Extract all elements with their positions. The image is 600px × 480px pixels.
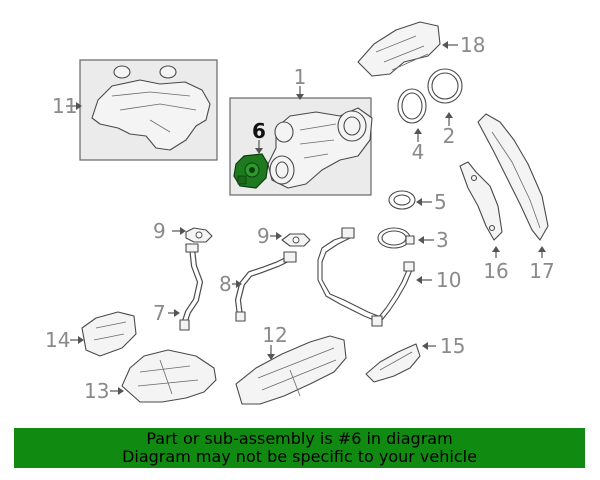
footer-banner: Part or sub-assembly is #6 in diagram Di… — [14, 428, 585, 468]
callout-2: 2 — [443, 124, 456, 148]
callout-8: 8 — [219, 272, 232, 296]
callout-9-left: 9 — [153, 219, 166, 243]
part-3-clamp[interactable] — [377, 227, 415, 249]
part-13-heat-shield[interactable] — [121, 349, 217, 403]
part-1-turbocharger[interactable] — [267, 107, 373, 189]
part-6-wastegate-actuator[interactable] — [233, 153, 269, 189]
footer-line-1: Part or sub-assembly is #6 in diagram — [146, 429, 453, 448]
part-11-heat-shield[interactable] — [91, 65, 211, 151]
coolant-line-long[interactable] — [317, 227, 379, 321]
part-4-gasket-ring[interactable] — [397, 88, 427, 124]
part-10-coolant-line[interactable] — [371, 261, 415, 327]
callout-18: 18 — [460, 33, 485, 57]
part-5-gasket[interactable] — [388, 190, 416, 210]
callout-9-right: 9 — [257, 224, 270, 248]
part-9-gasket-left[interactable] — [185, 227, 213, 243]
part-15-bracket[interactable] — [365, 343, 421, 383]
callout-1: 1 — [294, 65, 307, 89]
callout-13: 13 — [84, 379, 109, 403]
part-7-oil-line[interactable] — [179, 243, 203, 331]
part-2-gasket-ring[interactable] — [427, 68, 463, 104]
callout-5: 5 — [434, 190, 447, 214]
callout-12: 12 — [262, 323, 287, 347]
callout-11: 11 — [52, 94, 77, 118]
leader-lines — [66, 41, 546, 395]
part-17-heat-shield[interactable] — [477, 113, 549, 241]
callout-16: 16 — [483, 259, 508, 283]
callout-6: 6 — [252, 119, 266, 143]
callout-10: 10 — [436, 268, 461, 292]
part-12-heat-shield[interactable] — [235, 335, 347, 405]
part-14-bracket[interactable] — [81, 311, 137, 357]
parts-diagram: 1 6 11 18 2 4 5 3 9 9 8 7 10 16 17 14 13… — [45, 21, 555, 405]
footer-line-2: Diagram may not be specific to your vehi… — [122, 447, 477, 466]
part-16-bracket[interactable] — [459, 161, 503, 241]
callout-3: 3 — [436, 228, 449, 252]
callout-14: 14 — [45, 328, 70, 352]
callout-4: 4 — [412, 140, 425, 164]
part-9-gasket-right[interactable] — [281, 233, 311, 247]
part-8-return-line[interactable] — [235, 251, 297, 322]
callout-7: 7 — [153, 301, 166, 325]
callout-17: 17 — [529, 259, 554, 283]
callout-15: 15 — [440, 334, 465, 358]
part-18-heat-shield[interactable] — [357, 21, 441, 77]
